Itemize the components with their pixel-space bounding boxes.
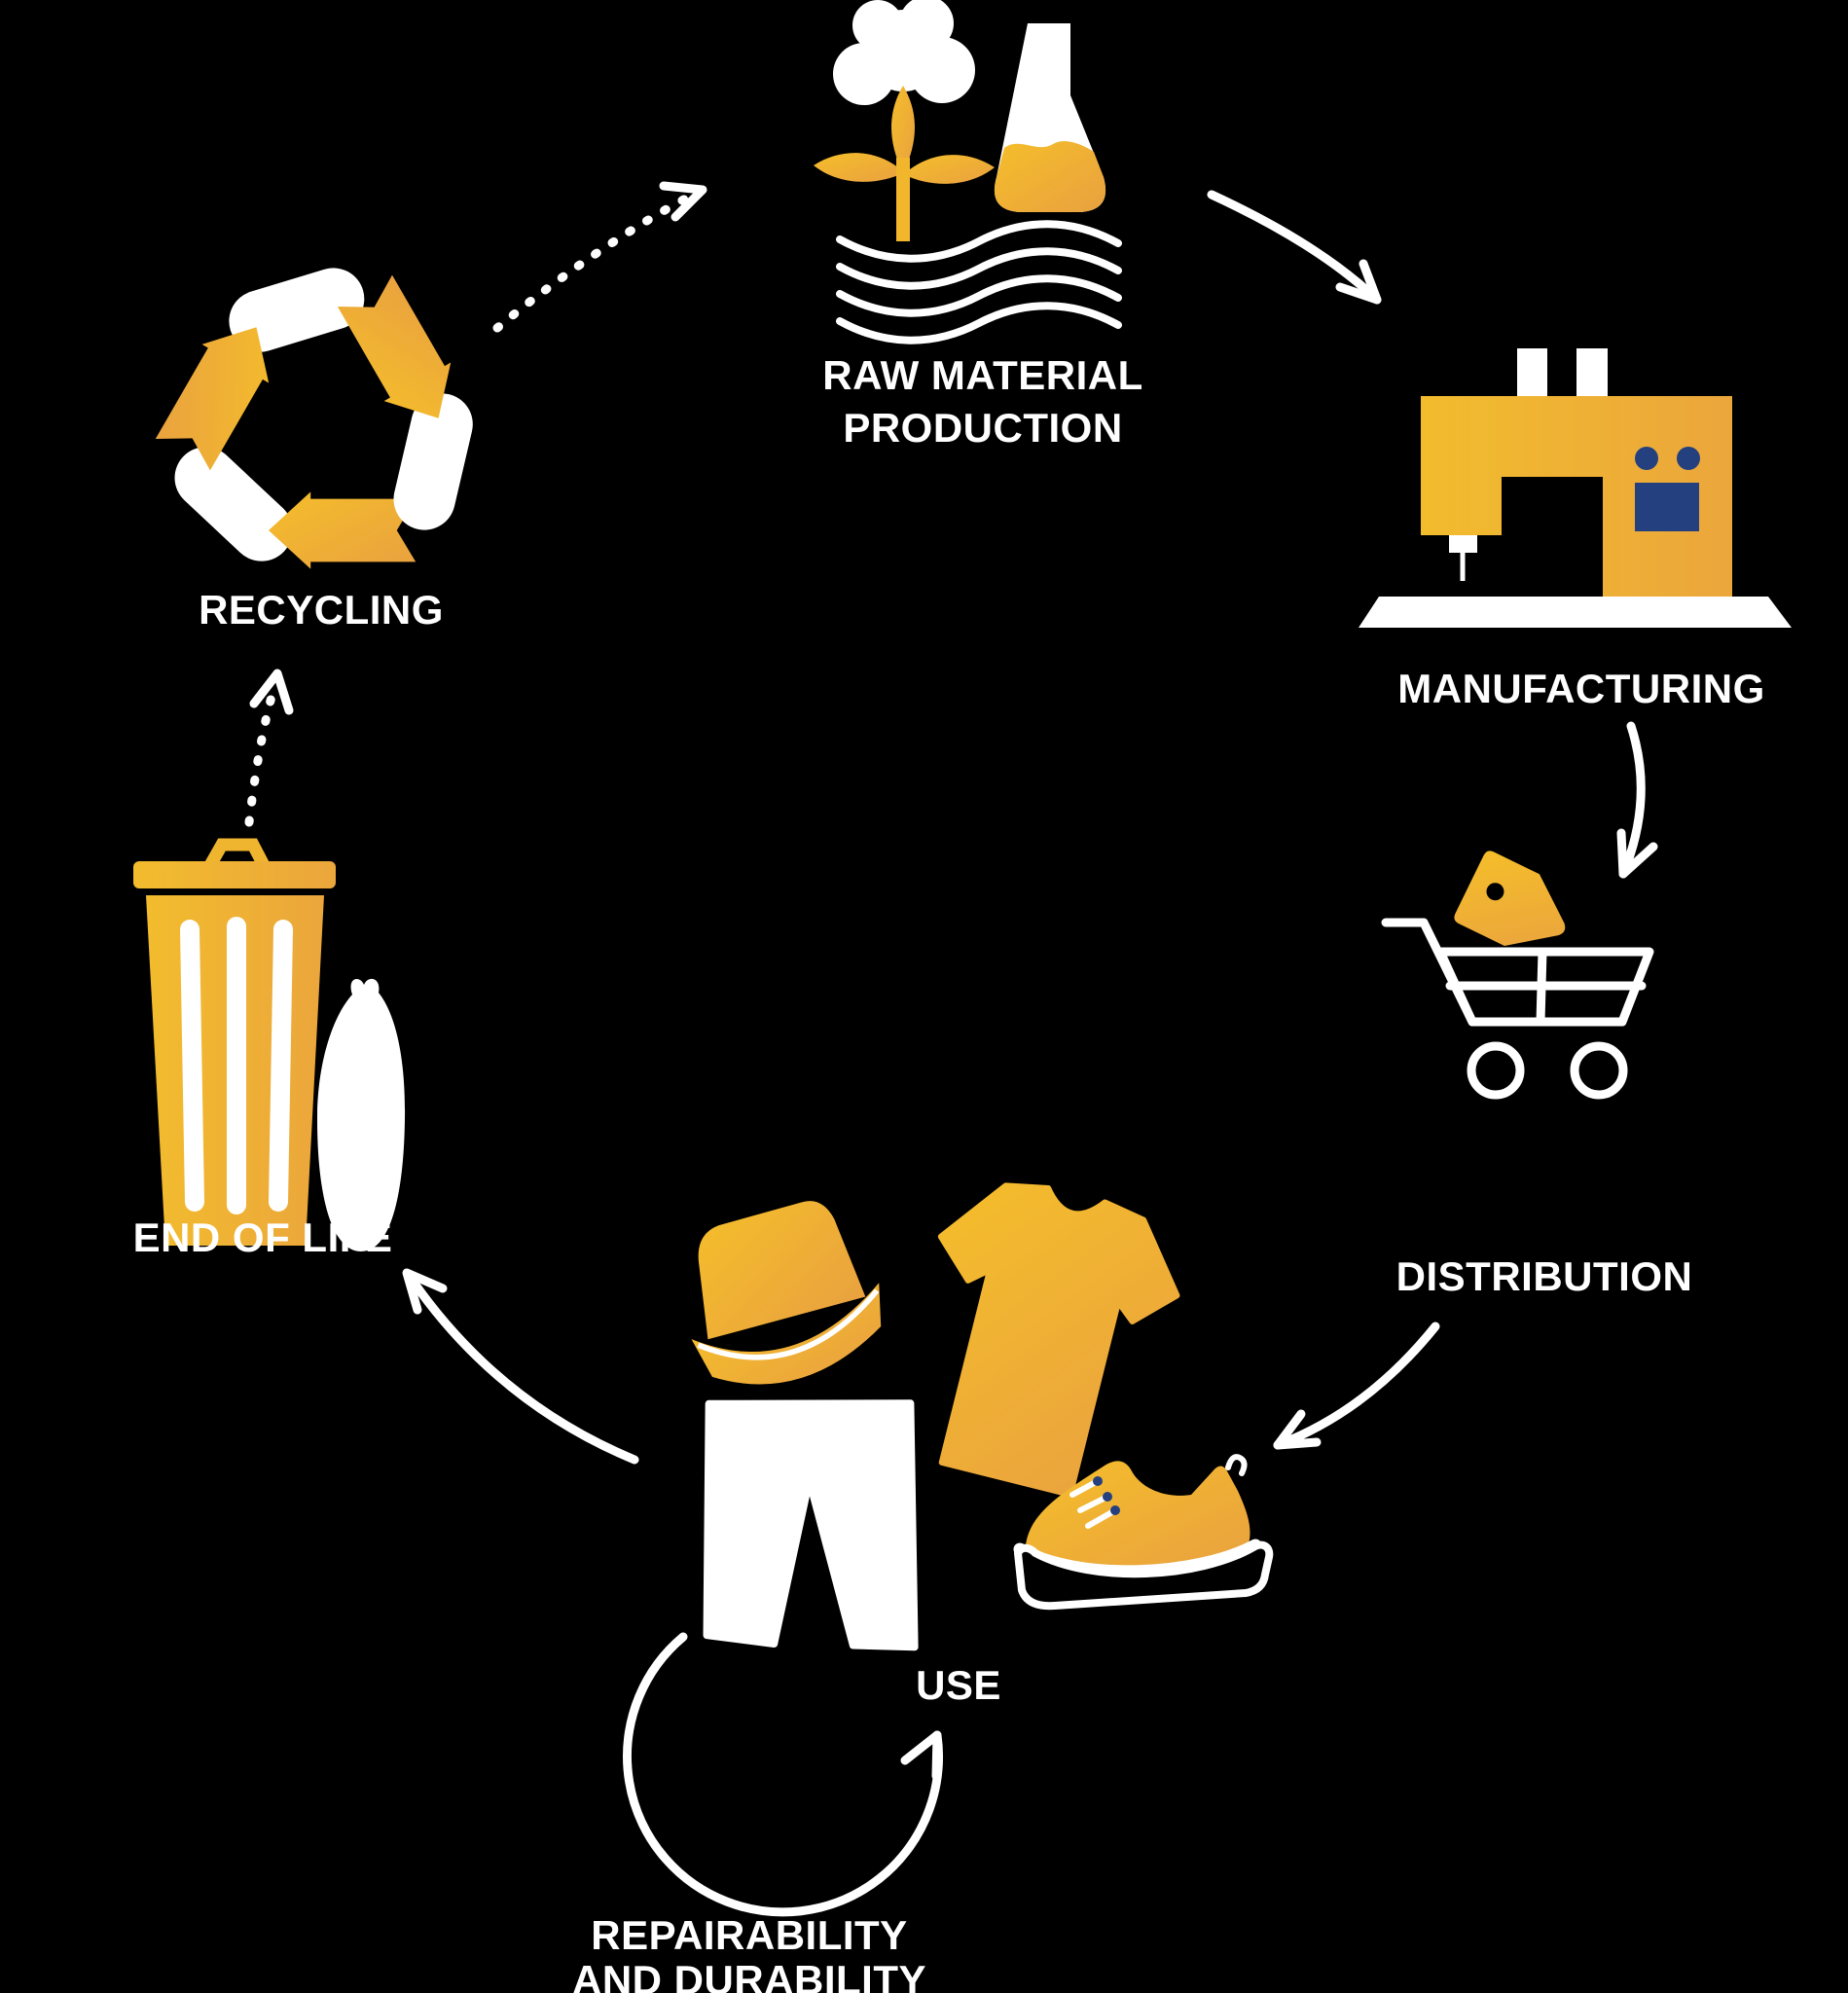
bucket-hat-icon [691,1201,882,1385]
machine-base [1359,597,1792,628]
needle-clamp [1449,535,1477,553]
label-line: RECYCLING [199,587,444,633]
label-line: PRODUCTION [843,405,1123,451]
dotted-arrow-recycling-to-raw-material [492,181,707,333]
sewing-machine-icon [1359,348,1792,628]
stage-label-raw-material-production: RAW MATERIAL PRODUCTION [822,349,1143,454]
recycle-arm [174,447,417,569]
lid-handle [203,838,271,871]
recycle-arm [155,268,365,471]
label-line: AND DURABILITY [572,1957,926,1993]
raw-material-production-icon [814,0,1122,344]
machine-panel [1635,483,1699,531]
shopping-cart-icon [1381,918,1654,1100]
loop-arrow-icon [623,1632,943,1917]
label-line: DISTRIBUTION [1395,1253,1693,1299]
sneaker-icon [1013,1454,1274,1611]
spool-pin [1517,348,1547,396]
trash-stripes [180,917,293,1214]
stage-label-use: USE [916,1659,1001,1712]
recycle-arm [337,274,473,530]
label-line: USE [916,1662,1001,1708]
shopping-cart-price-tag-icon [1381,851,1654,1100]
label-line: REPAIRABILITY [591,1912,908,1958]
label-line: MANUFACTURING [1397,666,1765,711]
pants-icon [703,1399,919,1651]
arrow-use-to-end-of-life [402,1268,639,1465]
use-clothing-icons [691,1182,1274,1651]
trash-bag-icon [317,978,406,1251]
arrow-manufacturing-to-distribution [1616,721,1658,879]
recycling-arrows-icon [155,268,473,569]
field-wave-lines [836,220,1122,344]
trash-can-bag-icon [133,838,406,1251]
spool-pin [1576,348,1608,396]
stage-label-distribution: DISTRIBUTION [1396,1250,1693,1303]
price-tag-icon [1454,851,1566,947]
stage-label-end-of-life: END OF LIFE [133,1212,393,1264]
dotted-arrow-end-of-life-to-recycling [244,669,294,827]
cotton-plant-icon [814,0,995,241]
t-shirt-icon [937,1182,1180,1498]
arrow-distribution-to-use [1273,1322,1440,1450]
label-line: END OF LIFE [132,1214,393,1260]
machine-body [1421,396,1732,597]
stage-label-recycling: RECYCLING [199,584,444,636]
stage-label-manufacturing: MANUFACTURING [1397,663,1764,715]
arrow-raw-material-to-manufacturing [1207,190,1382,305]
chemical-flask-icon [994,23,1106,212]
trash-lid [133,861,336,888]
stage-label-repairability-and-durability: REPAIRABILITY AND DURABILITY [572,1913,926,1993]
label-line: RAW MATERIAL [822,352,1143,398]
